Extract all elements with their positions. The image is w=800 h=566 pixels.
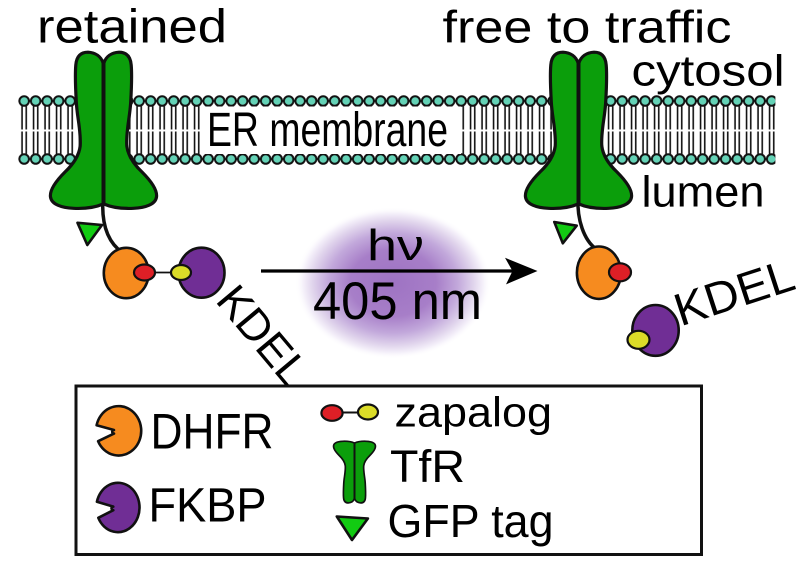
svg-text:hν: hν (367, 221, 424, 270)
svg-text:DHFR: DHFR (151, 403, 274, 459)
svg-text:cytosol: cytosol (632, 47, 785, 96)
svg-text:405 nm: 405 nm (313, 272, 482, 331)
svg-text:lumen: lumen (642, 168, 765, 217)
svg-text:zapalog: zapalog (395, 389, 553, 436)
svg-text:FKBP: FKBP (149, 478, 267, 532)
svg-text:free to traffic: free to traffic (443, 2, 732, 53)
svg-text:TfR: TfR (390, 441, 465, 492)
svg-text:retained: retained (37, 0, 227, 53)
svg-text:ER membrane: ER membrane (207, 104, 448, 157)
svg-text:GFP tag: GFP tag (388, 495, 554, 547)
